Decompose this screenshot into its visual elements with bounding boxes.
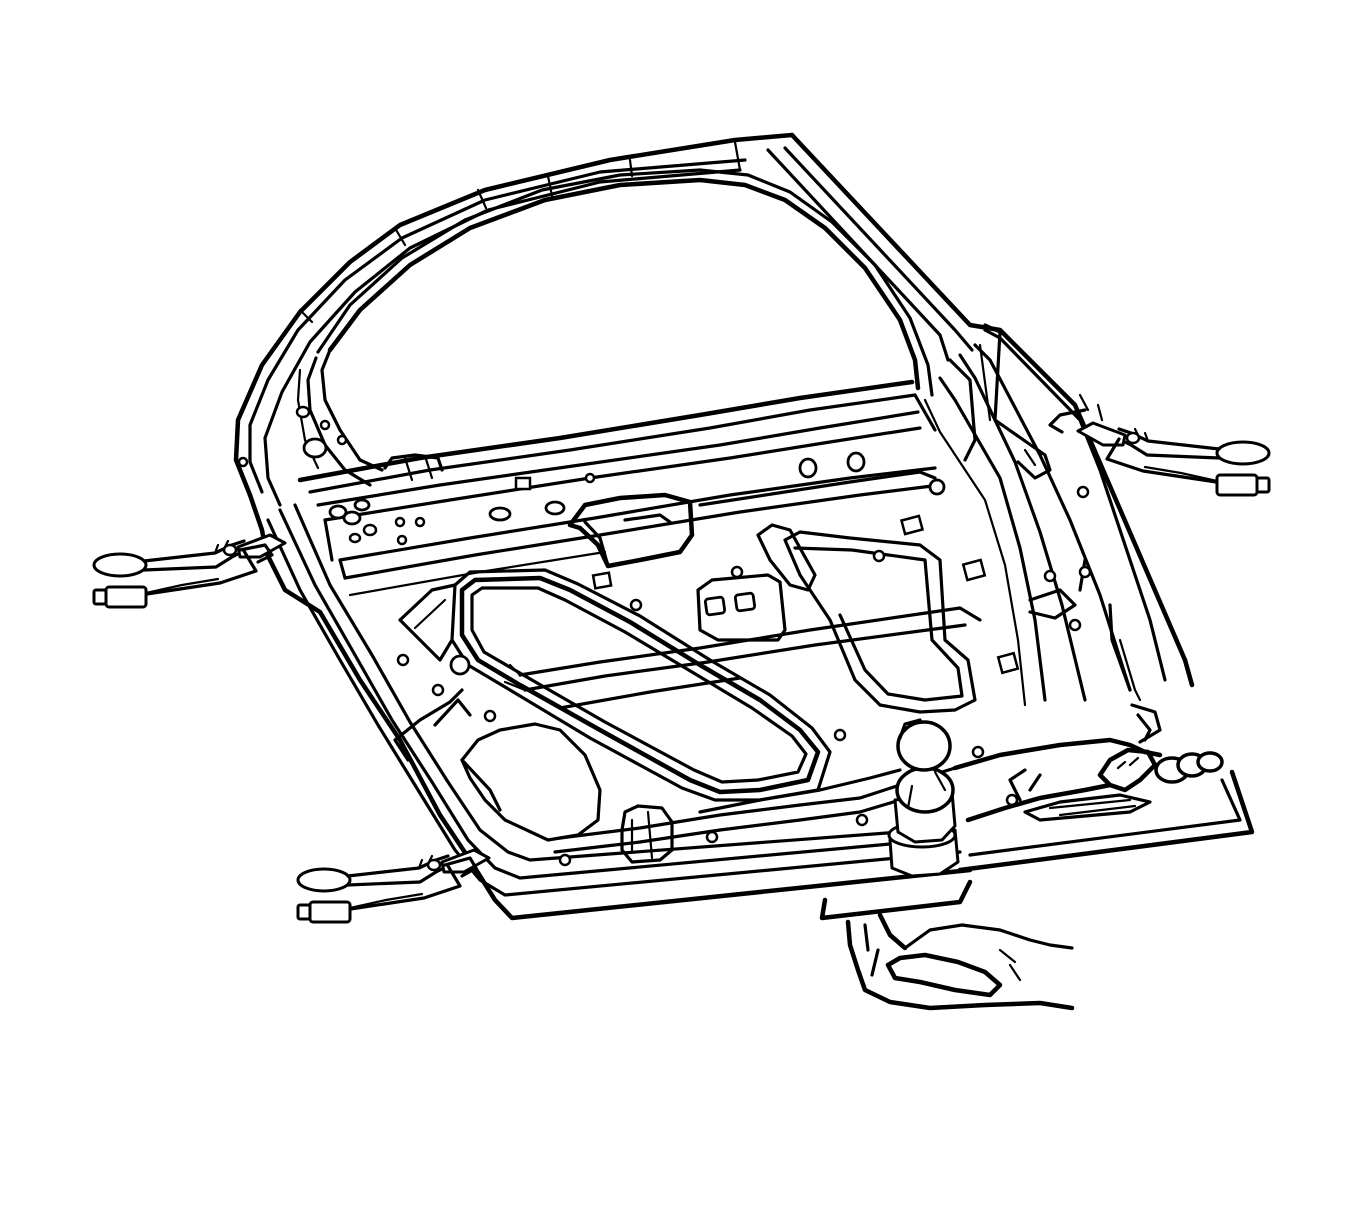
locking-pliers-right (1048, 393, 1271, 497)
inner-panel (393, 485, 1255, 873)
window-opening (296, 168, 934, 487)
locking-pliers-left-upper (92, 533, 287, 609)
belt-reinforcement (237, 379, 946, 597)
technician-hand-right (952, 713, 1224, 823)
dolly-tool (819, 718, 973, 921)
technician-hand-lower (845, 912, 1075, 1011)
locking-pliers-left-lower (296, 848, 491, 924)
